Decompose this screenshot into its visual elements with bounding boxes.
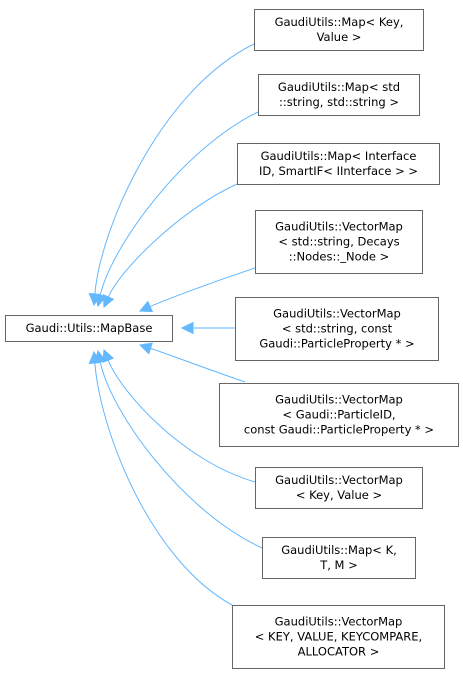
derived-class-node-box: [254, 9, 424, 51]
derived-class-node-box: [237, 143, 440, 185]
derived-class-node[interactable]: GaudiUtils::VectorMap< KEY, VALUE, KEYCO…: [232, 605, 445, 669]
derived-class-node-label-line: GaudiUtils::Map< Key,: [275, 15, 404, 29]
derived-class-node-label-line: < KEY, VALUE, KEYCOMPARE,: [255, 630, 422, 644]
class-nodes: Gaudi::Utils::MapBase GaudiUtils::Map< Ke…: [5, 9, 459, 669]
inheritance-edge: [107, 183, 238, 298]
derived-class-node-label-line: const Gaudi::ParticleProperty * >: [244, 423, 434, 437]
inheritance-edges: [88, 43, 263, 606]
derived-class-node-label-line: Value >: [317, 30, 362, 44]
inheritance-arrowhead: [102, 348, 115, 364]
derived-class-node[interactable]: GaudiUtils::Map< Key,Value >: [254, 9, 424, 51]
base-class-node[interactable]: Gaudi::Utils::MapBase: [5, 315, 173, 342]
derived-class-node[interactable]: GaudiUtils::Map< K,T, M >: [262, 537, 416, 579]
derived-class-node[interactable]: GaudiUtils::VectorMap< std::string, cons…: [235, 297, 439, 361]
derived-class-node-box: [255, 467, 423, 509]
derived-class-node-label-line: GaudiUtils::VectorMap: [275, 393, 403, 407]
derived-class-node-label-line: GaudiUtils::Map< K,: [281, 543, 397, 557]
derived-class-node-box: [219, 383, 459, 447]
derived-class-node-label-line: T, M >: [319, 558, 358, 572]
derived-class-node-label-line: GaudiUtils::VectorMap: [275, 473, 403, 487]
base-class-node-box: [5, 315, 173, 342]
derived-class-node-box: [232, 605, 445, 669]
derived-class-node-label-line: ::string, std::string >: [279, 95, 399, 109]
derived-class-node-label-line: GaudiUtils::Map< std: [278, 80, 400, 94]
derived-class-node[interactable]: GaudiUtils::Map< std::string, std::strin…: [258, 74, 420, 116]
inheritance-arrowhead: [138, 342, 153, 355]
derived-class-node-label-line: Gaudi::ParticleProperty * >: [259, 337, 414, 351]
derived-class-node-label-line: < Key, Value >: [296, 488, 382, 502]
inheritance-arrowhead: [138, 300, 154, 313]
derived-class-node-box: [255, 210, 423, 274]
derived-class-node[interactable]: GaudiUtils::VectorMap< std::string, Deca…: [255, 210, 423, 274]
derived-class-node-label-line: ID, SmartIF< IInterface > >: [259, 164, 418, 178]
derived-class-node-box: [235, 297, 439, 361]
derived-class-node[interactable]: GaudiUtils::VectorMap< Gaudi::ParticleID…: [219, 383, 459, 447]
inheritance-edge: [107, 360, 256, 483]
derived-class-node-label-line: < std::string, const: [282, 322, 393, 336]
derived-class-node-label-line: ::Nodes::_Node >: [289, 250, 390, 264]
inheritance-edge: [150, 347, 246, 383]
derived-class-node-box: [262, 537, 416, 579]
inheritance-edge: [99, 361, 263, 549]
derived-class-node-label-line: GaudiUtils::VectorMap: [275, 220, 403, 234]
derived-class-node-label-line: < std::string, Decays: [278, 235, 399, 249]
derived-class-node-box: [258, 74, 420, 116]
inheritance-edge: [149, 267, 256, 308]
derived-class-node-label-line: GaudiUtils::VectorMap: [275, 615, 403, 629]
inheritance-arrowhead: [88, 350, 102, 364]
inheritance-arrowhead: [180, 321, 194, 335]
derived-class-node-label-line: GaudiUtils::Map< Interface: [261, 149, 417, 163]
derived-class-node-label-line: ALLOCATOR >: [298, 645, 380, 659]
inheritance-edge: [99, 111, 259, 296]
inheritance-arrowhead: [102, 293, 115, 309]
inheritance-edge: [94, 362, 233, 606]
inheritance-edge: [94, 43, 255, 295]
derived-class-node-label-line: GaudiUtils::VectorMap: [273, 307, 401, 321]
base-class-node-label-line: Gaudi::Utils::MapBase: [26, 321, 153, 335]
derived-class-node[interactable]: GaudiUtils::VectorMap< Key, Value >: [255, 467, 423, 509]
derived-class-node-label-line: < Gaudi::ParticleID,: [282, 408, 395, 422]
